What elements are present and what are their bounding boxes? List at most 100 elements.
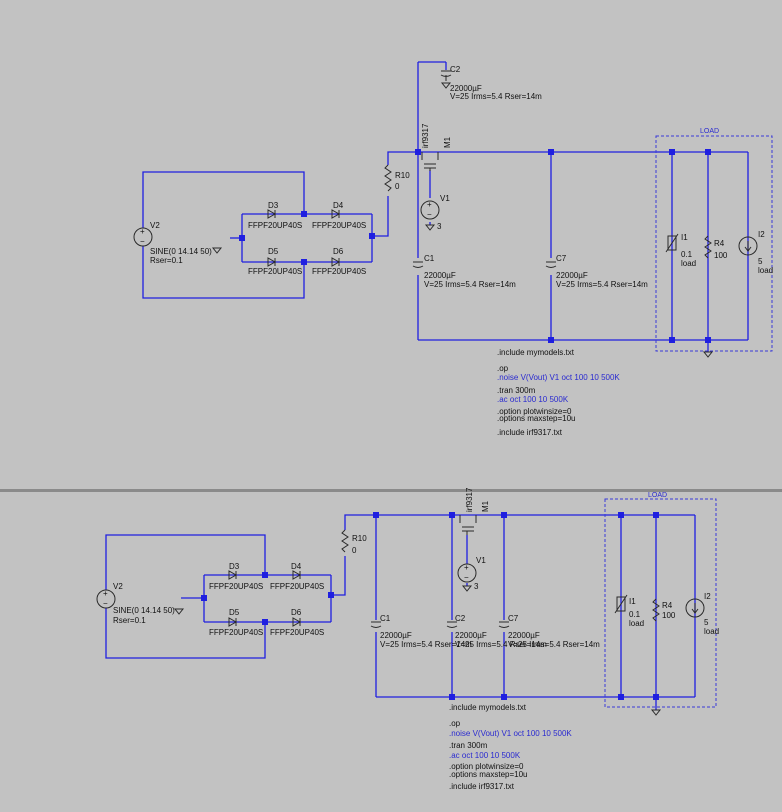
- diode-icon: [331, 209, 341, 219]
- top-v2-rser: Rser=0.1: [150, 256, 183, 265]
- ground-icon: [211, 247, 223, 254]
- bottom-junctions: [201, 512, 659, 700]
- top-junctions: [239, 149, 711, 343]
- top-d5-name: D5: [268, 247, 279, 256]
- top-d5-model: FFPF20UP40S: [248, 267, 302, 276]
- pane-divider[interactable]: [0, 489, 782, 492]
- top-directive-ac: .ac oct 100 10 500K: [497, 395, 569, 404]
- top-directives[interactable]: .include mymodels.txt .op .noise V(Vout)…: [497, 348, 620, 437]
- capacitor-icon: [370, 621, 382, 628]
- top-d3-model: FFPF20UP40S: [248, 221, 302, 230]
- top-v2-source[interactable]: +− V2 SINE(0 14.14 50) Rser=0.1: [133, 221, 223, 265]
- top-c1[interactable]: C1 22000µF V=25 Irms=5.4 Rser=14m: [412, 254, 516, 289]
- top-load-title: LOAD: [700, 128, 719, 135]
- top-c1-spec: V=25 Irms=5.4 Rser=14m: [424, 280, 516, 289]
- ground-icon: [424, 224, 436, 231]
- bottom-schematic: +− V2 SINE(0 14.14 50) Rser=0.1 D3 FFPF2…: [96, 487, 719, 791]
- bottom-directive-noise: .noise V(Vout) V1 oct 100 10 500K: [449, 729, 572, 738]
- bottom-d5-name: D5: [229, 608, 240, 617]
- ground-icon: [650, 709, 662, 716]
- top-directive-noise: .noise V(Vout) V1 oct 100 10 500K: [497, 373, 620, 382]
- top-d6-name: D6: [333, 247, 344, 256]
- top-d4-name: D4: [333, 201, 344, 210]
- top-d6-model: FFPF20UP40S: [312, 267, 366, 276]
- bottom-d6-model: FFPF20UP40S: [270, 628, 324, 637]
- bottom-c2-value: 22000µF: [455, 631, 487, 640]
- top-r10-name: R10: [395, 171, 410, 180]
- top-c2[interactable]: C2 22000µF V=25 Irms=5.4 Rser=14m: [440, 65, 542, 101]
- bottom-r10-name: R10: [352, 534, 367, 543]
- svg-text:−: −: [140, 237, 145, 246]
- diode-icon: [267, 257, 277, 267]
- top-wires[interactable]: [142, 61, 749, 352]
- top-v1-value: 3: [437, 222, 442, 231]
- top-m1[interactable]: irf9317 M1: [421, 123, 452, 171]
- bottom-i1-tag: load: [629, 619, 644, 628]
- top-schematic: +− V2 SINE(0 14.14 50) Rser=0.1 D3 FFPF2…: [133, 61, 773, 437]
- resistor-icon: [704, 235, 712, 259]
- bottom-load[interactable]: LOAD I1 0.1 load R4 100 I2 5 load: [604, 492, 719, 716]
- svg-text:−: −: [103, 599, 108, 608]
- current-source-icon: [614, 594, 628, 614]
- top-r10[interactable]: R10 0: [384, 164, 410, 192]
- top-c7[interactable]: C7 22000µF V=25 Irms=5.4 Rser=14m: [545, 254, 648, 289]
- top-diodes[interactable]: D3 FFPF20UP40S D4 FFPF20UP40S D5 FFPF20U…: [248, 201, 366, 276]
- top-directive-tran: .tran 300m: [497, 386, 536, 395]
- bottom-c1-spec: V=25 Irms=5.4 Rser=14m: [380, 640, 472, 649]
- svg-text:+: +: [464, 563, 469, 572]
- bottom-d4-model: FFPF20UP40S: [270, 582, 324, 591]
- svg-text:+: +: [103, 589, 108, 598]
- bottom-diodes[interactable]: D3 FFPF20UP40S D4 FFPF20UP40S D5 FFPF20U…: [209, 562, 324, 637]
- top-c7-value: 22000µF: [556, 271, 588, 280]
- bottom-wires[interactable]: [105, 514, 696, 710]
- top-d4-model: FFPF20UP40S: [312, 221, 366, 230]
- bottom-d3-name: D3: [229, 562, 240, 571]
- bottom-c1[interactable]: C1 22000µF V=25 Irms=5.4 Rser=14m: [370, 614, 472, 649]
- bottom-v2-rser: Rser=0.1: [113, 616, 146, 625]
- bottom-r10-value: 0: [352, 546, 357, 555]
- top-load[interactable]: LOAD I1 0.1 load R4 100 I2 5 load: [655, 128, 773, 358]
- bottom-v1[interactable]: +− V1 3: [457, 556, 486, 592]
- top-c2-name: C2: [450, 65, 461, 74]
- diode-icon: [267, 209, 277, 219]
- top-directive-op: .op: [497, 364, 509, 373]
- ground-icon: [461, 585, 473, 592]
- mosfet-icon: [459, 515, 477, 535]
- bottom-r10[interactable]: R10 0: [341, 529, 367, 555]
- top-i1-tag: load: [681, 259, 696, 268]
- bottom-i2-name: I2: [704, 592, 711, 601]
- svg-text:+: +: [427, 200, 432, 209]
- bottom-d6-name: D6: [291, 608, 302, 617]
- top-v2-name: V2: [150, 221, 160, 230]
- top-r4-name: R4: [714, 239, 725, 248]
- ground-icon: [173, 608, 185, 615]
- bottom-directive-tran: .tran 300m: [449, 741, 488, 750]
- top-r4-value: 100: [714, 251, 728, 260]
- bottom-d5-model: FFPF20UP40S: [209, 628, 263, 637]
- bottom-c7[interactable]: C7 22000µF V=25 Irms=5.4 Rser=14m: [498, 614, 600, 649]
- bottom-m1[interactable]: irf9317 M1: [459, 487, 490, 535]
- bottom-directive-maxstep: .options maxstep=10u: [449, 770, 528, 779]
- top-directive-plotwinsize: .option plotwinsize=0: [497, 407, 572, 416]
- svg-text:−: −: [427, 210, 432, 219]
- top-v1[interactable]: +− V1 3: [420, 194, 450, 231]
- bottom-c1-value: 22000µF: [380, 631, 412, 640]
- current-source-icon: [685, 598, 705, 618]
- bottom-r4-value: 100: [662, 611, 676, 620]
- top-i2-tag: load: [758, 266, 773, 275]
- bottom-v2-source[interactable]: +− V2 SINE(0 14.14 50) Rser=0.1: [96, 582, 185, 625]
- bottom-directive-ac: .ac oct 100 10 500K: [449, 751, 521, 760]
- top-directive-include-irf: .include irf9317.txt: [497, 428, 563, 437]
- bottom-c2-spec: V=25 Irms=5.4 Rser=14m: [455, 640, 547, 649]
- bottom-directive-plotwinsize: .option plotwinsize=0: [449, 762, 524, 771]
- bottom-load-title: LOAD: [648, 492, 667, 499]
- bottom-v1-value: 3: [474, 582, 479, 591]
- mosfet-icon: [421, 152, 439, 171]
- bottom-c2-name: C2: [455, 614, 466, 623]
- top-v1-name: V1: [440, 194, 450, 203]
- bottom-c7-name: C7: [508, 614, 519, 623]
- bottom-c2[interactable]: C2 22000µF V=25 Irms=5.4 Rser=14m: [446, 614, 547, 649]
- bottom-directives[interactable]: .include mymodels.txt .op .noise V(Vout)…: [449, 703, 572, 791]
- resistor-icon: [341, 529, 349, 553]
